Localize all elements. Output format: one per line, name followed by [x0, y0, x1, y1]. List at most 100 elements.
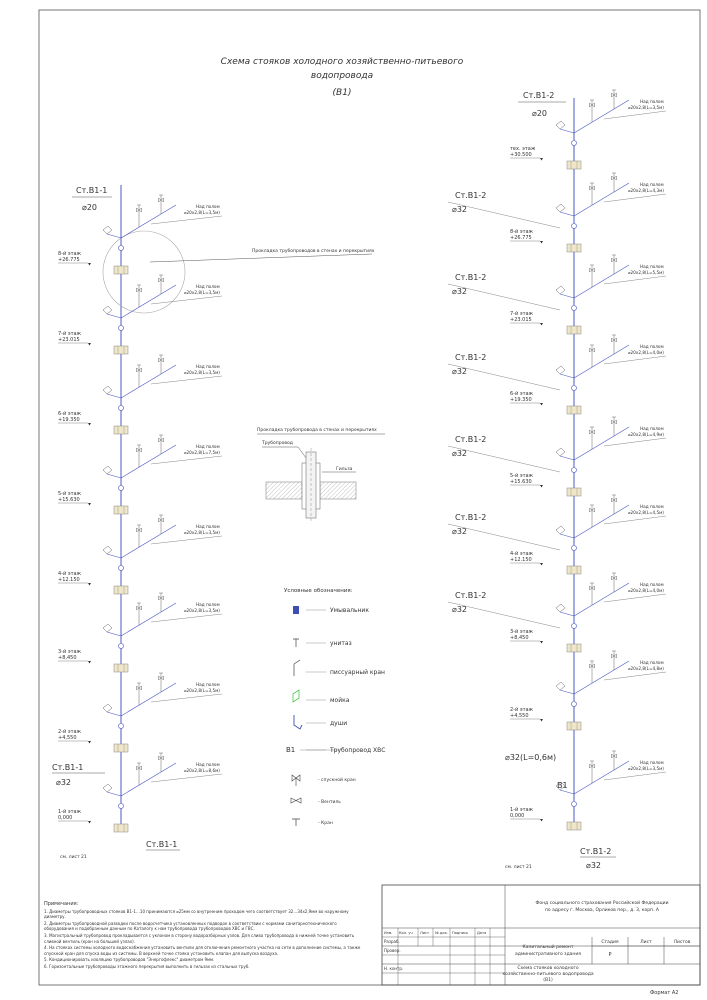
meter-icon — [118, 643, 124, 649]
floor-riser-tag: Ст.В1-2 — [455, 353, 486, 362]
floor-slab — [566, 565, 582, 575]
title-line-2: водопровода — [311, 71, 373, 81]
stamp-col-5: Подпись — [452, 931, 468, 935]
notes-block: Примечания: 1. Диаметры трубопроводных с… — [44, 901, 364, 971]
legend: Условные обозначения: Умывальникунитазпи… — [284, 588, 385, 826]
note-leader — [150, 693, 223, 703]
branch-pipe — [120, 364, 177, 399]
valve-icon — [611, 497, 617, 503]
branch-pipe — [106, 473, 122, 479]
legend-symbol — [293, 638, 299, 647]
floor-slab — [113, 345, 129, 355]
stamp-col-1: Изм. — [384, 931, 392, 935]
elevation-mark — [540, 403, 543, 406]
valve-icon — [158, 437, 164, 443]
meter-icon — [571, 467, 577, 473]
legend-item-label: Трубопровод ХВС — [329, 747, 385, 754]
elevation-mark — [88, 583, 91, 586]
note-leader — [603, 771, 667, 781]
valve-icon — [611, 575, 617, 581]
valve-icon — [589, 102, 595, 108]
floor-elevation: +26.775 — [510, 235, 532, 241]
riser-right-diam-low: ⌀32(L=0,6м) — [505, 753, 556, 762]
detail-sleeve-label: Гильза — [336, 466, 353, 472]
stamp-sheet-1: Схема стояков холодного — [517, 965, 578, 971]
branch-pipe — [559, 455, 575, 461]
elevation-mark — [88, 343, 91, 346]
note-leader — [150, 613, 223, 623]
floor-label: 3-й этаж — [510, 628, 534, 635]
meter-icon — [118, 803, 124, 809]
meter-icon — [571, 701, 577, 707]
floor-label: 1-й этаж — [510, 806, 534, 813]
elevation-mark — [540, 323, 543, 326]
branch-pipe — [573, 344, 630, 379]
branch-pipe — [573, 182, 630, 217]
pipe-note-label: Над полом — [196, 364, 220, 369]
note-leader — [603, 275, 667, 285]
washbasin-icon — [102, 783, 113, 793]
tag-leader — [447, 601, 561, 629]
valve-icon — [158, 675, 164, 681]
pipe-note-size: ⌀20х2,8(L=3,5м) — [184, 608, 220, 613]
valve-icon — [611, 419, 617, 425]
floor-riser-diam: ⌀32 — [452, 605, 467, 614]
pipe-note-size: ⌀20х2,8(L=4,0м) — [628, 588, 664, 593]
elevation-mark — [88, 741, 91, 744]
valve-icon — [158, 277, 164, 283]
floor-slab — [113, 663, 129, 673]
floor-elevation: +8,450 — [58, 655, 77, 661]
floor-riser-tag: Ст.В1-2 — [455, 273, 486, 282]
branch-pipe — [559, 293, 575, 299]
valve-icon — [611, 753, 617, 759]
toilet-icon — [293, 638, 299, 647]
floor-label: 2-й этаж — [58, 728, 82, 735]
floor-elevation: +26.775 — [58, 257, 80, 263]
pipe-note-label: Над полом — [640, 182, 664, 187]
valve-icon — [589, 185, 595, 191]
legend-symbol: В1 — [286, 746, 295, 754]
floor-slab — [566, 243, 582, 253]
washbasin-icon — [102, 703, 113, 713]
floor-slab — [113, 505, 129, 515]
floor-slab — [566, 487, 582, 497]
valve-icon — [589, 507, 595, 513]
branch-pipe — [106, 791, 122, 797]
pipe-note-size: ⌀20х2,8(L=3,5м) — [184, 290, 220, 295]
floor-slab — [113, 743, 129, 753]
pipe-note-label: Над полом — [640, 760, 664, 765]
branch-pipe — [573, 660, 630, 695]
note-leader — [603, 593, 667, 603]
floor-slab — [566, 721, 582, 731]
branch-pipe — [573, 582, 630, 617]
floor-elevation: +23.015 — [510, 317, 532, 323]
elevation-mark — [540, 563, 543, 566]
floor-label: 5-й этаж — [58, 490, 82, 497]
valve-icon — [611, 175, 617, 181]
floor-slab — [566, 325, 582, 335]
elevation-mark — [540, 158, 543, 161]
meter-icon — [118, 405, 124, 411]
floor-slab — [566, 405, 582, 415]
legend-item-label: писсуарный кран — [330, 669, 385, 676]
stamp-org-1: Фонд социального страхования Российской … — [535, 899, 668, 906]
valve-icon — [589, 585, 595, 591]
elevation-mark — [540, 485, 543, 488]
note-leader — [150, 295, 223, 305]
floor-slab — [566, 643, 582, 653]
elevation-mark — [540, 719, 543, 722]
valve-icon — [611, 653, 617, 659]
pipe-note-size: ⌀20х2,8(L=3,5м) — [184, 210, 220, 215]
washbasin-icon — [102, 545, 113, 555]
branch-pipe — [573, 264, 630, 299]
title-line-1: Схема стояков холодного хозяйственно-пит… — [221, 57, 464, 67]
pipe-note-label: Над полом — [640, 660, 664, 665]
stamp-col-2: Кол. уч — [399, 931, 413, 935]
meter-icon — [571, 801, 577, 807]
floor-label: 7-й этаж — [58, 330, 82, 337]
washbasin-icon — [102, 465, 113, 475]
floor-elevation: +15.630 — [58, 497, 80, 503]
floor-elevation: 0,000 — [510, 813, 524, 819]
pipe-note-size: ⌀20х2,8(L=8,6м) — [184, 768, 220, 773]
